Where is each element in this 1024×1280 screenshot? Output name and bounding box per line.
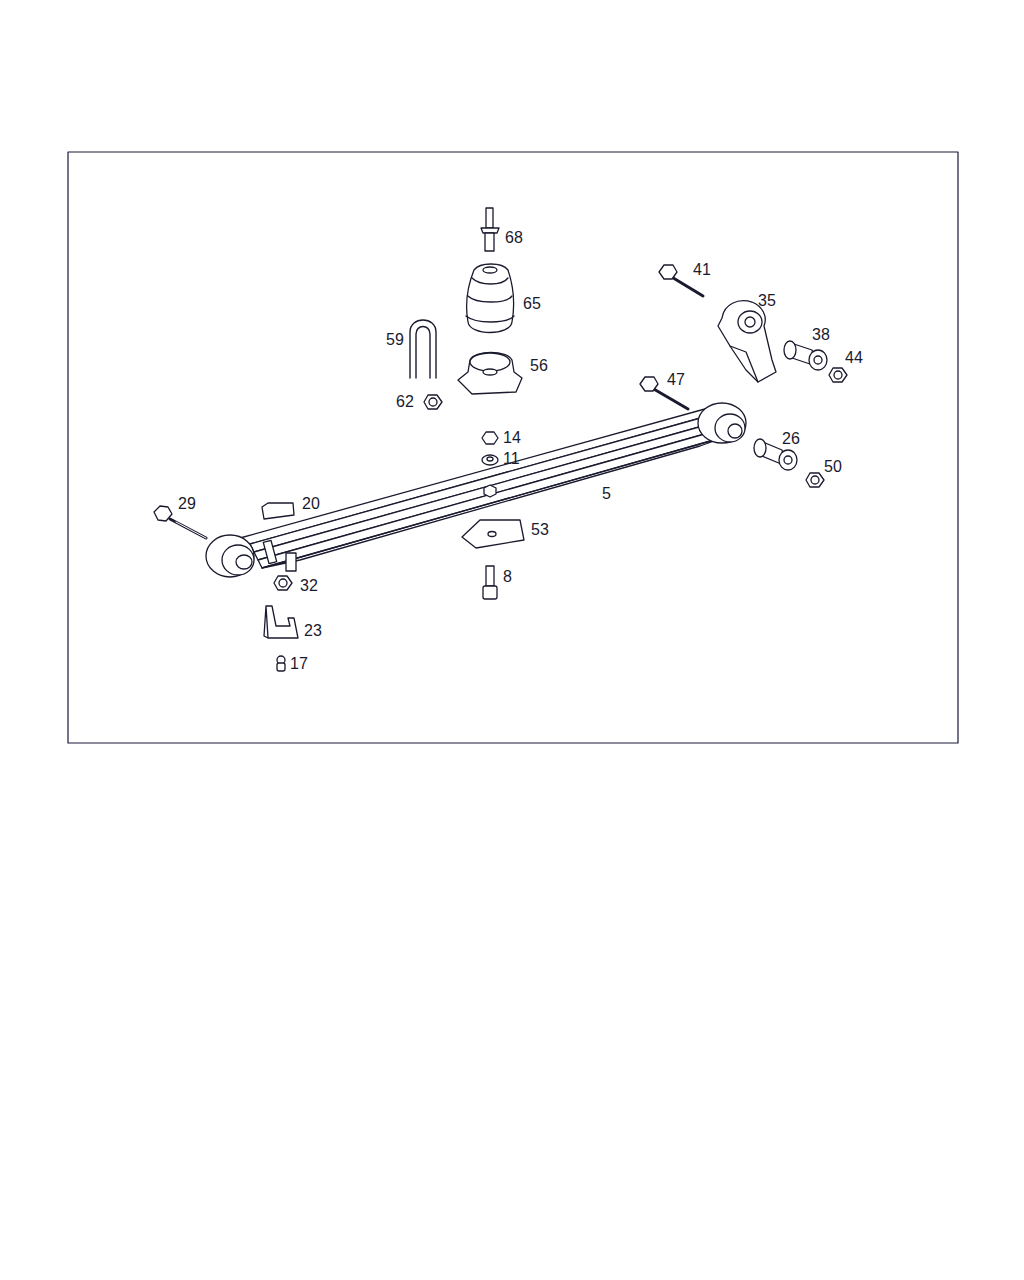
shackle	[718, 301, 776, 382]
spring-clip	[264, 606, 298, 638]
callout-number: 68	[505, 228, 523, 248]
nut	[829, 368, 847, 382]
bump-stop	[466, 264, 514, 333]
callout-number: 8	[503, 567, 512, 587]
stud-bolt	[481, 208, 499, 251]
callout-number: 44	[845, 348, 863, 368]
leaf-spring	[206, 403, 746, 577]
wedge-plate	[462, 520, 524, 548]
callout-number: 11	[503, 449, 520, 469]
callout-number: 47	[667, 370, 685, 390]
callout-number: 5	[602, 484, 611, 504]
bushing-pin	[784, 341, 827, 370]
bolt	[483, 566, 497, 599]
callout-number: 35	[758, 291, 776, 311]
callout-number: 41	[693, 260, 711, 280]
callout-number: 53	[531, 520, 549, 540]
frame-border	[68, 152, 958, 743]
callout-number: 14	[503, 428, 521, 448]
nut	[482, 432, 498, 444]
nut	[806, 473, 824, 487]
rubber-pad	[262, 503, 294, 519]
callout-number: 17	[290, 654, 308, 674]
callout-number: 20	[302, 494, 320, 514]
nut	[274, 576, 292, 590]
callout-number: 32	[300, 576, 318, 596]
u-bolt	[410, 320, 436, 378]
callout-number: 26	[782, 429, 800, 449]
bump-stop-seat	[458, 353, 522, 395]
callout-number: 38	[812, 325, 830, 345]
callout-number: 29	[178, 494, 196, 514]
rivet	[277, 656, 285, 671]
nut	[424, 395, 442, 409]
callout-number: 23	[304, 621, 322, 641]
callout-number: 50	[824, 457, 842, 477]
callout-number: 56	[530, 356, 548, 376]
washer	[482, 455, 498, 465]
callout-number: 59	[386, 330, 404, 350]
callout-number: 62	[396, 392, 414, 412]
callout-number: 65	[523, 294, 541, 314]
